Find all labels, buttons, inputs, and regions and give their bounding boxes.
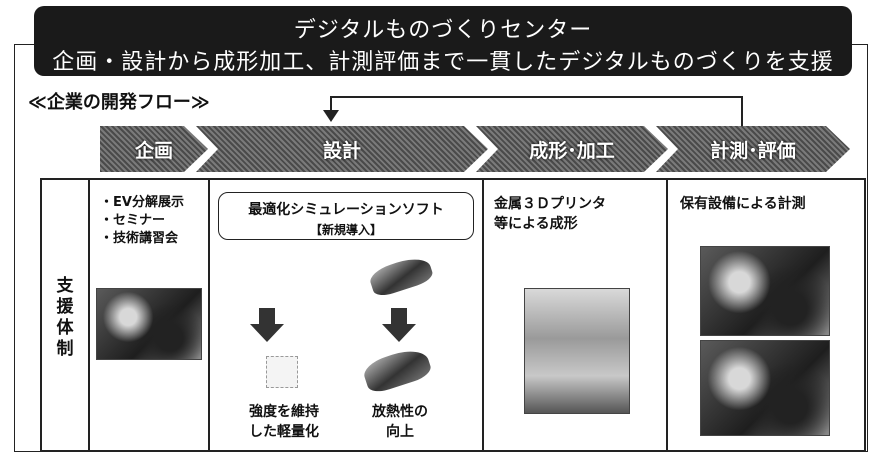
- down-arrow-icon: [250, 308, 284, 342]
- feedback-arrow-left-vertical: [330, 96, 332, 112]
- planning-bullets: ・EV分解展示 ・セミナー ・技術講習会: [100, 194, 184, 248]
- forming-column: 金属３Ｄプリンタ 等による成形: [482, 180, 668, 450]
- result-heat-dissipation: 放熱性の 向上: [350, 402, 450, 442]
- flow-label: ≪企業の開発フロー≫: [28, 92, 210, 113]
- measuring-title: 保有設備による計測: [680, 196, 806, 212]
- down-arrow-icon: [382, 308, 416, 342]
- lightweight-model-image: [266, 356, 298, 388]
- stage-design-label: 設計: [322, 139, 361, 162]
- design-column: 最適化シミュレーションソフト 【新規導入】 強度を維持 した軽量化 放熱性の 向…: [208, 180, 482, 450]
- car-exhibit-photo: [96, 288, 202, 360]
- title-banner: デジタルものづくりセンター 企画・設計から成形加工、計測評価まで一貫したデジタル…: [34, 6, 852, 76]
- banner-title: デジタルものづくりセンター: [293, 18, 593, 43]
- result-lightweight-line: 強度を維持: [249, 404, 319, 420]
- planning-bullet: ・EV分解展示: [100, 195, 184, 210]
- stage-measuring-label: 計測･評価: [710, 139, 796, 162]
- simulation-software-box: 最適化シミュレーションソフト 【新規導入】: [218, 192, 474, 240]
- forming-title-line: 金属３Ｄプリンタ: [494, 196, 606, 212]
- support-label-column: 支援体制: [42, 180, 88, 450]
- planning-bullet: ・セミナー: [100, 213, 166, 228]
- result-heat-dissipation-line: 放熱性の: [372, 404, 428, 420]
- measuring-equipment-photo-2: [700, 340, 830, 436]
- measuring-column: 保有設備による計測: [666, 180, 864, 450]
- forming-title: 金属３Ｄプリンタ 等による成形: [494, 194, 606, 234]
- heatsink-model-image: [367, 253, 435, 299]
- planning-bullet: ・技術講習会: [100, 231, 179, 246]
- support-label: 支援体制: [56, 276, 74, 359]
- result-lightweight-line: した軽量化: [249, 424, 319, 440]
- feedback-arrow-top: [330, 96, 743, 98]
- stage-forming: 成形･加工: [476, 126, 668, 172]
- stage-forming-label: 成形･加工: [529, 139, 615, 162]
- support-table: 支援体制 ・EV分解展示 ・セミナー ・技術講習会 最適化シミュレーションソフト…: [40, 178, 866, 452]
- banner-subtitle: 企画・設計から成形加工、計測評価まで一貫したデジタルものづくりを支援: [52, 50, 834, 75]
- stage-measuring: 計測･評価: [656, 126, 850, 172]
- simulation-software-title: 最適化シミュレーションソフト: [248, 202, 444, 218]
- forming-title-line: 等による成形: [494, 216, 578, 232]
- 3d-printer-photo: [524, 288, 630, 414]
- stage-planning-label: 企画: [134, 139, 173, 162]
- result-lightweight: 強度を維持 した軽量化: [234, 402, 334, 442]
- planning-column: ・EV分解展示 ・セミナー ・技術講習会: [88, 180, 208, 450]
- feedback-arrowhead-icon: [323, 110, 339, 122]
- simulation-software-note: 【新規導入】: [309, 223, 382, 237]
- stage-design: 設計: [196, 126, 488, 172]
- measuring-equipment-photo-1: [700, 246, 830, 336]
- stage-planning: 企画: [100, 126, 208, 172]
- heat-dissipation-model-image: [360, 344, 434, 396]
- result-heat-dissipation-line: 向上: [386, 424, 414, 440]
- feedback-arrow-right-vertical: [741, 96, 743, 126]
